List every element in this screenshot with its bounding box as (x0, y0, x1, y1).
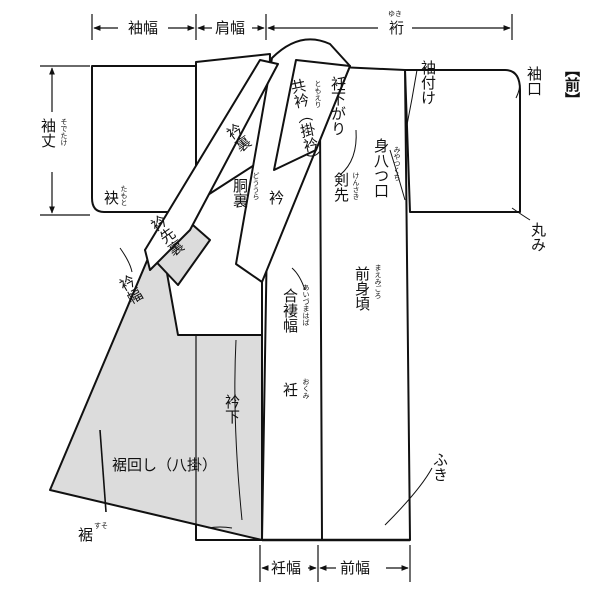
label-maru-mi: 丸み (529, 222, 547, 252)
label-mae-migoro-ruby: まえみごろ (374, 264, 382, 300)
label-tamoto-ruby: たもと (120, 185, 128, 206)
label-okumi-haba: 衽幅 (271, 559, 301, 577)
label-sode-haba: 袖幅 (128, 19, 158, 37)
label-ken-saki: 剣先 (332, 172, 350, 203)
label-sode-tsuke: 袖付け (419, 60, 437, 105)
label-kata-haba: 肩幅 (215, 19, 245, 37)
label-tamoto: 袂 (104, 189, 119, 207)
label-ai-zuma-haba-ruby: あいづまはば (302, 284, 310, 327)
label-okumi-ruby: おくみ (302, 378, 310, 399)
label-mi-yatsu-kuchi: 身八つ口 (372, 138, 390, 198)
label-sode-take: 袖丈 (39, 118, 57, 148)
label-ai-zuma-haba: 合褄幅 (281, 288, 299, 333)
left-sleeve (91, 65, 197, 213)
kimono-outline (49, 38, 521, 542)
label-eri: 衿 (267, 190, 285, 205)
label-susomawashi: 裾回し（八掛） (112, 456, 217, 474)
label-yuki: 裄 (389, 19, 404, 37)
label-suso-ruby: すそ (94, 522, 108, 530)
label-yuki-ruby: ゆき (388, 10, 402, 18)
tomoeri-strip (273, 59, 351, 171)
label-eri-shita: 衿下 (223, 394, 241, 424)
dimension-lines (40, 14, 513, 582)
label-mae: 【前】 (563, 62, 581, 107)
label-tomoeri-ruby: ともえり (314, 80, 322, 108)
label-sode-guchi: 袖口 (525, 66, 543, 96)
label-do-ura-ruby: どううら (252, 172, 260, 200)
label-okumi: 衽 (281, 382, 299, 397)
collar-lining (144, 59, 279, 271)
label-suso: 裾 (78, 526, 93, 544)
label-fuki: ふき (431, 452, 449, 482)
label-sode-take-ruby: そでたけ (60, 118, 68, 146)
label-mae-migoro: 前身頃 (353, 266, 371, 311)
label-mae-haba: 前幅 (340, 559, 370, 577)
label-do-ura: 胴裏 (231, 178, 249, 209)
label-ken-saki-ruby: けんさき (352, 172, 360, 200)
label-okumi-sagari: 衽下がり (329, 76, 347, 136)
leader-lines (119, 69, 531, 529)
label-mi-yatsu-kuchi-ruby: みやつくち (393, 146, 401, 181)
